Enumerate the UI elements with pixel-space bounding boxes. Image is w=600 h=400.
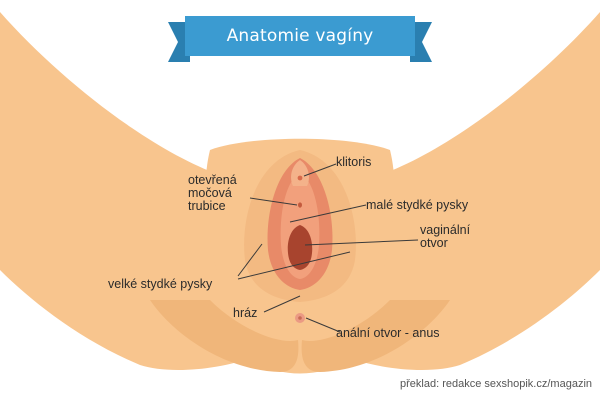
left-buttock [150,300,299,372]
leader-lines [237,163,419,333]
label-line: trubice [188,199,226,213]
right-buttock [301,300,450,372]
leader-urethra [249,197,298,206]
label-klitoris: klitoris [336,155,372,169]
label-line: otevřená [188,173,237,187]
label-velke-stydke-pysky: velké stydké pysky [108,277,213,291]
credit-text: překlad: redakce sexshopik.cz/magazin [400,378,592,390]
leader-labia-minora [289,204,367,223]
label-line: vaginální [420,223,471,237]
leader-hraz [263,295,301,313]
title-banner: Anatomie vagíny [185,16,415,56]
label-analni-otvor: anální otvor - anus [336,326,440,340]
leader-vaginal-opening [304,239,419,246]
label-hraz: hráz [233,306,258,320]
banner-right-tail [410,22,432,62]
label-vaginalni-otvor: vaginální otvor [420,224,470,250]
banner-left-tail [168,22,190,62]
left-thigh [0,12,270,370]
vaginal-opening [287,225,313,270]
label-male-stydke-pysky: malé stydké pysky [366,198,469,212]
diagram-title: Anatomie vagíny [226,26,374,46]
urethral-opening-mark [298,202,302,208]
leader-klitoris [303,163,337,177]
label-line: otvor [420,236,448,250]
label-line: močová [188,186,232,200]
leader-anus [305,317,341,333]
clitoral-hood [291,160,309,186]
leader-labia-majora-1 [237,243,263,277]
anus-center [298,316,302,320]
leader-labia-majora-2 [237,251,351,280]
right-thigh [330,12,600,370]
clitoris-mark [297,175,303,181]
label-mocova-trubice: otevřená močová trubice [188,174,237,213]
